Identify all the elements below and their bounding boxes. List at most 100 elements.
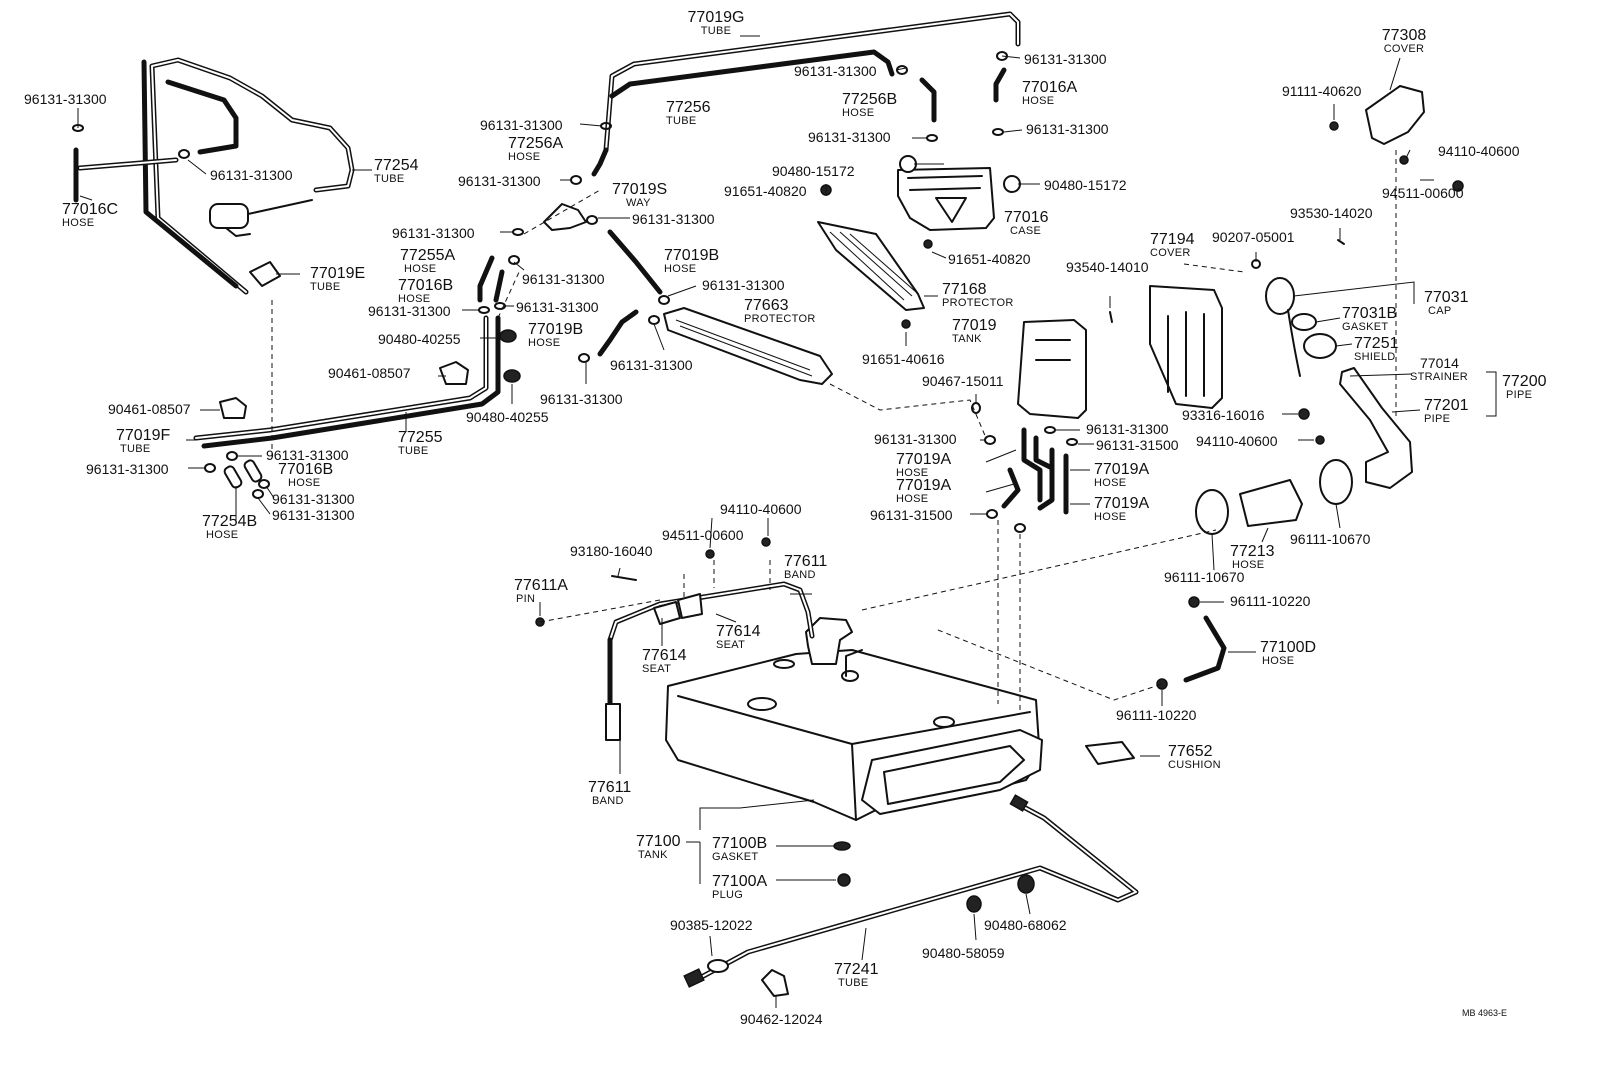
callout-96131-31300: 96131-31300 [24,91,107,107]
svg-text:93540-14010: 93540-14010 [1066,259,1149,275]
svg-text:77100B: 77100B [712,835,767,852]
callout-90461-08507: 90461-08507 [108,401,191,417]
callout-96131-31300: 96131-31300 [266,447,349,463]
hose-77213 [1239,479,1303,527]
svg-text:93316-16016: 93316-16016 [1182,407,1265,423]
svg-text:96131-31300: 96131-31300 [632,211,715,227]
clamp-96111-10220-bottom [1156,678,1168,690]
grommet-90480-68062 [1017,874,1035,894]
svg-text:HOSE: HOSE [528,337,560,349]
svg-text:77254: 77254 [374,157,419,174]
svg-text:CUSHION: CUSHION [1168,759,1221,771]
hose-77100d [1183,615,1227,683]
clip-77019e [249,261,281,287]
svg-text:96131-31300: 96131-31300 [272,507,355,523]
svg-text:77016A: 77016A [1022,79,1077,96]
hose-77016a [993,67,1007,103]
callout-90461-08507: 90461-08507 [328,365,411,381]
leader-lines [77,35,1497,1008]
svg-text:96131-31300: 96131-31300 [392,225,475,241]
case-77016 [897,155,1021,249]
svg-text:PROTECTOR: PROTECTOR [744,313,816,325]
cap-77031 [1265,277,1295,315]
svg-text:90480-15172: 90480-15172 [772,163,855,179]
hose-77019b-lower [597,309,639,357]
svg-text:77016B: 77016B [398,277,453,294]
svg-text:96131-31300: 96131-31300 [516,299,599,315]
svg-text:77016C: 77016C [62,201,118,218]
svg-text:77256: 77256 [666,99,711,116]
svg-text:77168: 77168 [942,281,987,298]
callout-90480-15172: 90480-15172 [1044,177,1127,193]
svg-text:77100D: 77100D [1260,639,1316,656]
svg-text:77614: 77614 [642,647,687,664]
svg-text:96131-31300: 96131-31300 [808,129,891,145]
svg-text:HOSE: HOSE [896,467,928,479]
svg-text:77019E: 77019E [310,265,365,282]
svg-text:CASE: CASE [1010,225,1041,237]
svg-text:HOSE: HOSE [664,263,696,275]
callout-90467-15011: 90467-15011 [922,373,1004,389]
callout-96131-31300: 96131-31300 [368,303,451,319]
svg-text:77213: 77213 [1230,543,1275,560]
assembly-lines [271,150,1397,712]
svg-text:93180-16040: 93180-16040 [570,543,653,559]
svg-text:94110-40600: 94110-40600 [720,501,802,517]
nut-94110-40600 [761,537,771,547]
clamp-96111-10670-left [1195,489,1229,535]
svg-text:TUBE: TUBE [398,445,429,457]
callout-90385-12022: 90385-12022 [670,917,753,933]
callout-90480-15172: 90480-15172 [772,163,855,179]
svg-text:HOSE: HOSE [1232,559,1264,571]
svg-text:90461-08507: 90461-08507 [328,365,411,381]
callout-96131-31300: 96131-31300 [522,271,605,287]
nut-94511-00600 [705,549,715,559]
callout-90480-40255: 90480-40255 [466,409,549,425]
callout-93540-14010: 93540-14010 [1066,259,1149,275]
svg-text:77256A: 77256A [508,135,563,152]
tube-77255 [193,315,501,449]
svg-text:90480-58059: 90480-58059 [922,945,1005,961]
callout-93530-14020: 93530-14020 [1290,205,1373,221]
svg-text:TANK: TANK [952,333,982,345]
svg-text:96131-31300: 96131-31300 [702,277,785,293]
callout-96131-31300: 96131-31300 [480,117,563,133]
seat-77614-left [653,601,681,625]
svg-text:SEAT: SEAT [642,663,671,675]
svg-text:91651-40820: 91651-40820 [724,183,807,199]
callout-94110-40600: 94110-40600 [720,501,802,517]
svg-text:77016B: 77016B [278,461,333,478]
svg-text:90467-15011: 90467-15011 [922,373,1004,389]
callout-93316-16016: 93316-16016 [1182,407,1265,423]
part-drawings [72,11,1497,1008]
callout-96111-10670: 96111-10670 [1164,569,1245,585]
seat-77614-right [677,593,703,619]
svg-text:SEAT: SEAT [716,639,745,651]
svg-text:HOSE: HOSE [842,107,874,119]
callout-91111-40620: 91111-40620 [1282,83,1362,99]
callout-94110-40600: 94110-40600 [1438,143,1520,159]
callout-94511-00600: 94511-00600 [662,527,744,543]
callout-94511-00600: 94511-00600 [1382,185,1464,201]
svg-text:90462-12024: 90462-12024 [740,1011,823,1027]
callout-90462-12024: 90462-12024 [740,1011,823,1027]
svg-text:HOSE: HOSE [206,529,238,541]
pipe-77201 [1339,367,1413,489]
svg-text:STRAINER: STRAINER [1410,371,1468,383]
callout-96131-31300: 96131-31300 [1086,421,1169,437]
callout-96131-31300: 96131-31300 [540,391,623,407]
svg-text:GASKET: GASKET [712,851,758,863]
cap-tether [1287,309,1301,377]
svg-text:HOSE: HOSE [62,217,94,229]
